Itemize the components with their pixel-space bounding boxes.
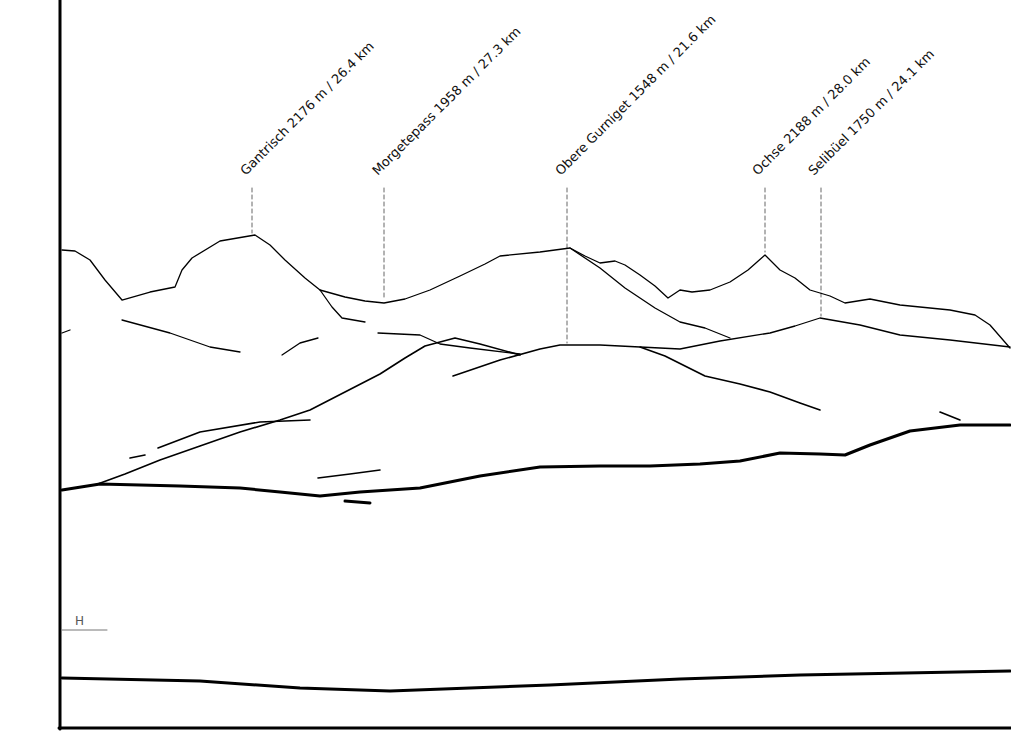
peak-label: Obere Gurniget 1548 m / 21.6 km [553, 12, 719, 178]
frame-line [59, 727, 1011, 730]
leader-lines [252, 188, 821, 343]
ridge-lines [62, 235, 1010, 355]
hill-lines [95, 338, 960, 485]
peak-label: Ochse 2188 m / 28.0 km [750, 55, 873, 178]
horizon-label: H [75, 615, 84, 627]
peak-label: Gantrisch 2176 m / 26.4 km [238, 39, 377, 178]
peak-label: Morgetepass 1958 m / 27.3 km [370, 24, 524, 178]
horizon-mark [62, 630, 107, 631]
frame-line [59, 0, 62, 729]
foreground-lines [62, 425, 1010, 691]
